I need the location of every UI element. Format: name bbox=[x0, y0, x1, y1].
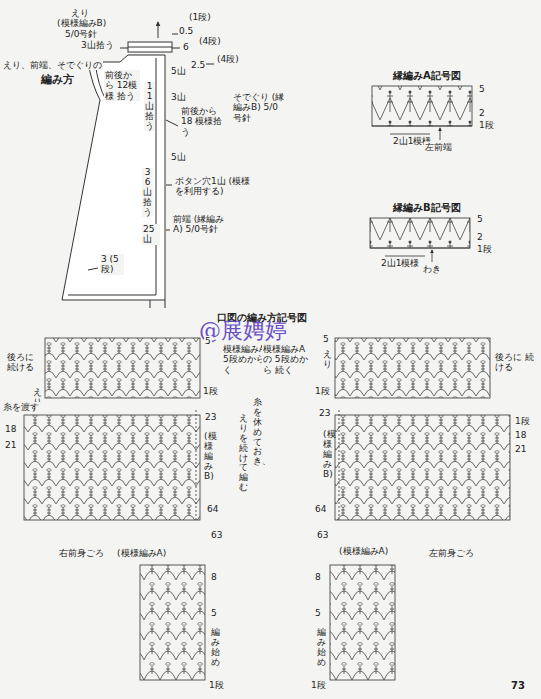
part-name: そでぐり (縁編みB) 5/0号針 bbox=[232, 92, 286, 123]
row-number: 5 bbox=[322, 334, 330, 344]
repeat-note: 2山1模様 bbox=[380, 258, 420, 268]
row-number: 23 bbox=[204, 412, 217, 422]
row-number: 1段 bbox=[514, 416, 531, 426]
row-number: 5 bbox=[314, 608, 322, 618]
part-name: (模様編みA) bbox=[338, 546, 389, 556]
row-number: 23 bbox=[318, 408, 331, 418]
note-text: ボタン穴1山 (模様を利用する) bbox=[174, 176, 258, 197]
row-count: (4段) bbox=[216, 54, 240, 64]
chart-title: 縁編みA記号図 bbox=[392, 70, 462, 82]
row-number: 21 bbox=[514, 444, 527, 454]
row-number: 1段 bbox=[478, 120, 495, 130]
row-number: 1段 bbox=[208, 680, 225, 690]
part-name: 右前身ごろ bbox=[58, 548, 105, 558]
part-name: (模様編みB) bbox=[322, 430, 333, 479]
pickup-count: 11山拾う bbox=[144, 82, 155, 131]
chart-title: 縁編みB記号図 bbox=[392, 202, 462, 214]
row-number: 2 bbox=[476, 232, 484, 242]
dimension: 6 bbox=[182, 42, 190, 52]
note-text: 糸を渡す bbox=[2, 402, 40, 412]
dimension: 3 (5段) bbox=[100, 254, 124, 275]
pickup-count: 36山拾う bbox=[142, 168, 153, 217]
pickup-count: 5山 bbox=[170, 152, 187, 162]
row-number: 5 bbox=[476, 214, 484, 224]
row-number: 1段 bbox=[202, 386, 219, 396]
pickup-count: 5山 bbox=[170, 66, 187, 76]
row-number: 2 bbox=[478, 108, 486, 118]
row-number: 64 bbox=[314, 504, 327, 514]
pickup-count: 3山 bbox=[170, 92, 187, 102]
row-number: 18 bbox=[4, 424, 17, 434]
row-number: 5 bbox=[204, 336, 212, 346]
heading-text: えり、前端、そでぐりの bbox=[2, 60, 103, 70]
part-name: (模様編みB) bbox=[203, 432, 214, 481]
note-text: えりを続けて編む bbox=[238, 414, 249, 493]
part-name: えり bbox=[322, 350, 333, 370]
note-text: 後ろに 続ける bbox=[494, 352, 536, 373]
note-text: 後ろに 続ける bbox=[6, 352, 42, 373]
row-number: 1段 bbox=[310, 680, 327, 690]
edge-note: わき bbox=[422, 264, 442, 274]
row-count: (4段) bbox=[198, 36, 222, 46]
row-count: (1段) bbox=[188, 12, 212, 22]
pickup-note: 前後から 12模様 拾う bbox=[104, 70, 140, 101]
pickup-count: 3山拾う bbox=[80, 40, 115, 50]
row-number: 63 bbox=[316, 530, 329, 540]
row-number: 8 bbox=[210, 572, 218, 582]
row-number: 5 bbox=[210, 608, 218, 618]
part-name: 前端 (縁編みA) 5/0号針 bbox=[172, 214, 230, 235]
pickup-note: 前後から 18 模様拾う bbox=[180, 106, 224, 137]
part-name: (模様編みB) bbox=[56, 18, 107, 28]
row-number: 8 bbox=[314, 572, 322, 582]
note-text: 編み始め bbox=[316, 628, 327, 668]
row-number: 1段 bbox=[314, 386, 331, 396]
row-number: 18 bbox=[514, 430, 527, 440]
edge-note: 左前端 bbox=[424, 142, 453, 152]
part-name: 左前身ごろ bbox=[428, 548, 475, 558]
note-text: 編み始め bbox=[210, 628, 221, 668]
page-number: 73 bbox=[510, 680, 526, 692]
part-name: (模様編みA) bbox=[116, 548, 167, 558]
heading-text: 編み方 bbox=[40, 74, 75, 87]
dimension: 0.5 bbox=[178, 26, 194, 36]
row-number: 21 bbox=[4, 440, 17, 450]
note-text: 糸を休めておき、 bbox=[252, 398, 263, 467]
row-number: 5 bbox=[478, 84, 486, 94]
needle-size: 5/0号針 bbox=[64, 29, 98, 39]
pickup-count: 25 山 bbox=[142, 224, 160, 245]
part-name: えり bbox=[70, 8, 90, 18]
row-number: 63 bbox=[210, 530, 223, 540]
note-text: 模様編みAの 5段めから 続く bbox=[262, 344, 312, 375]
dimension: 2.5 bbox=[190, 60, 206, 70]
row-number: 1段 bbox=[476, 244, 493, 254]
row-number: 64 bbox=[206, 504, 219, 514]
